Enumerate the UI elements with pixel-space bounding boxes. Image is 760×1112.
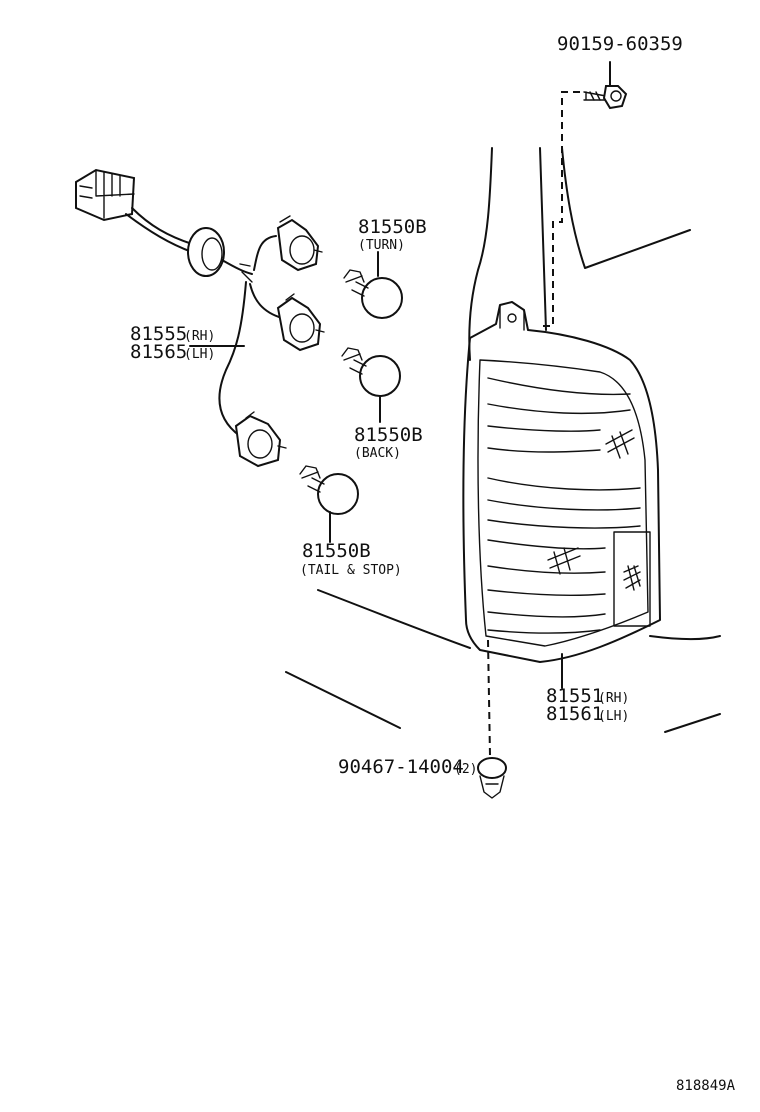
socket-wire-rh-side: (RH) [184,329,215,344]
socket-wire-lh-side: (LH) [184,347,215,362]
vehicle-body-outline [285,147,721,733]
clip-quantity: (2) [454,762,477,777]
socket-turn [276,215,323,272]
clip-90467-14004 [477,639,507,799]
bulb-tail-stop-note: (TAIL & STOP) [300,563,402,578]
socket-wire-lh-part-number: 81565 [130,341,187,363]
bolt-part-number: 90159-60359 [557,33,683,55]
bolt-90159-60359 [540,61,628,327]
bulb-back-note: (BACK) [354,446,401,461]
lamp-assy-lh-side: (LH) [598,709,629,724]
bulb-back [341,347,401,423]
lens-hatch-marks [547,429,635,575]
tail-lamp-assembly [462,301,661,663]
lamp-assy-rh-side: (RH) [598,691,629,706]
diagram-reference-code: 818849A [676,1078,736,1094]
connector-plug [75,168,136,222]
socket-back [276,293,325,352]
socket-wire-rh-part-number: 81555 [130,323,187,345]
wire-grommet [187,227,225,277]
socket-tail-stop [234,411,287,468]
bulb-tail-stop [299,465,359,543]
bulb-tail-stop-part-number: 81550B [302,540,371,562]
lamp-assy-lh-part-number: 81561 [546,703,603,725]
lamp-assy-rh-part-number: 81551 [546,685,603,707]
bulb-turn [343,251,403,319]
bulb-back-part-number: 81550B [354,424,423,446]
clip-part-number: 90467-14004 [338,756,464,778]
bulb-turn-part-number: 81550B [358,216,427,238]
lens-ribs [487,377,641,634]
bulb-turn-note: (TURN) [358,238,405,253]
reflector-window [613,531,651,627]
wire-harness [75,168,283,437]
